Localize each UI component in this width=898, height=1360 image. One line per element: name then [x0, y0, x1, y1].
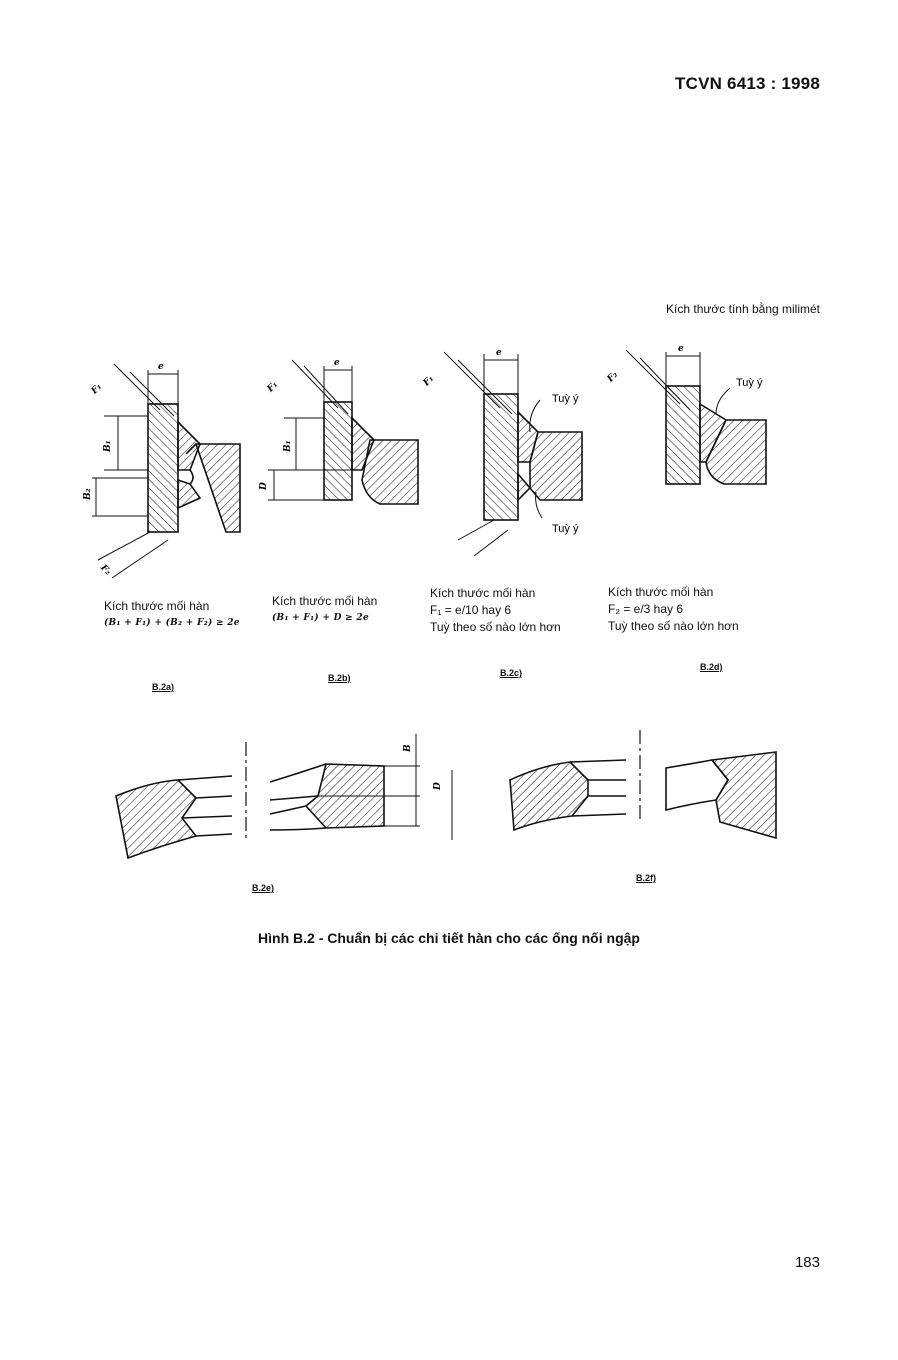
dim-d-e: D — [433, 782, 443, 791]
figure-label-a: B.2a) — [152, 682, 175, 692]
optional-label-bottom-c: Tuỳ ý — [552, 523, 579, 535]
figure-label-c: B.2c) — [500, 668, 523, 678]
note-title-b: Kích thước mối hàn — [272, 594, 378, 608]
dim-f2-a: F₂ — [98, 562, 113, 577]
dim-b-e: B — [403, 744, 413, 753]
dim-b1-a: B₁ — [103, 440, 113, 453]
figure-label-e: B.2e) — [252, 883, 275, 893]
note-line-c-3: Tuỳ theo số nào lớn hơn — [430, 620, 561, 634]
dim-d-b: D — [259, 482, 269, 491]
figure-f-drawing — [509, 730, 777, 840]
figure-d-drawing — [625, 349, 767, 485]
dim-f1-b: F₁ — [265, 380, 280, 395]
figure-b-drawing — [268, 359, 419, 505]
note-line-d-3: Tuỳ theo số nào lớn hơn — [608, 619, 739, 633]
figure-e-drawing — [115, 734, 453, 860]
optional-label-top-d: Tuỳ ý — [736, 377, 763, 389]
formula-b: (B₁ + F₁) + D ≥ 2e — [272, 613, 370, 623]
note-figure-a: Kích thước mối hàn (B₁ + F₁) + (B₂ + F₂)… — [104, 598, 240, 632]
unit-note: Kích thước tính bằng milimét — [666, 302, 820, 316]
figure-label-b: B.2b) — [328, 673, 351, 683]
page-number: 183 — [794, 1254, 820, 1271]
dim-e-b: e — [334, 358, 340, 368]
dim-b2-a: B₂ — [83, 488, 93, 501]
standard-code: TCVN 6413 : 1998 — [675, 74, 820, 93]
dim-f1-a: F₁ — [89, 382, 104, 397]
figure-caption: Hình B.2 - Chuẩn bị các chi tiết hàn cho… — [258, 930, 640, 946]
note-line-d-2: F₂ = e/3 hay 6 — [608, 602, 684, 616]
dim-b1-b: B₁ — [283, 440, 293, 453]
note-title-a: Kích thước mối hàn — [104, 599, 210, 613]
note-line-d-1: Kích thước mối hàn — [608, 585, 714, 599]
note-line-c-1: Kích thước mối hàn — [430, 586, 536, 600]
dim-e-d: e — [678, 344, 684, 354]
figure-a-drawing — [92, 363, 241, 579]
figure-label-d: B.2d) — [700, 662, 723, 672]
note-line-c-2: F₁ = e/10 hay 6 — [430, 603, 512, 617]
dim-f1-c: F₁ — [421, 374, 436, 389]
dim-e-c: e — [496, 348, 502, 358]
optional-label-top-c: Tuỳ ý — [552, 393, 579, 405]
formula-a: (B₁ + F₁) + (B₂ + F₂) ≥ 2e — [104, 618, 240, 628]
figure-c-drawing — [443, 351, 583, 557]
figure-label-f: B.2f) — [636, 873, 656, 883]
note-figure-b: Kích thước mối hàn (B₁ + F₁) + D ≥ 2e — [272, 593, 377, 627]
note-figure-c: Kích thước mối hàn F₁ = e/10 hay 6 Tuỳ t… — [430, 585, 561, 636]
dim-e-a: e — [158, 362, 164, 372]
dim-f2-d: F₂ — [605, 370, 620, 385]
note-figure-d: Kích thước mối hàn F₂ = e/3 hay 6 Tuỳ th… — [608, 584, 739, 635]
